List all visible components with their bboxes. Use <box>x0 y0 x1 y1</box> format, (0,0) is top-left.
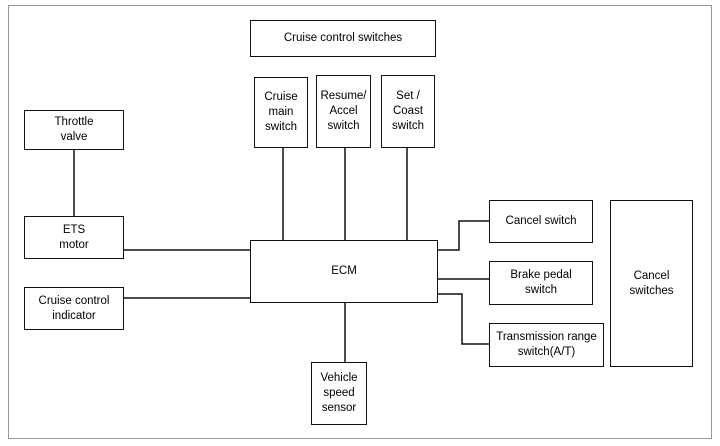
cruise-control-switches-box: Cruise control switches <box>250 20 436 57</box>
set-coast-switch-box: Set / Coast switch <box>381 75 435 148</box>
ets-motor-box: ETS motor <box>24 216 124 259</box>
wire-ecm-transmission-range <box>438 293 489 345</box>
resume-accel-switch-box: Resume/ Accel switch <box>316 75 371 148</box>
ecm-box: ECM <box>250 240 438 303</box>
brake-pedal-switch-box: Brake pedal switch <box>489 261 593 305</box>
diagram-frame <box>8 5 712 439</box>
vehicle-speed-sensor-box: Vehicle speed sensor <box>311 362 367 425</box>
transmission-range-switch-box: Transmission range switch(A/T) <box>489 323 604 367</box>
cancel-switches-group-box: Cancel switches <box>610 200 693 367</box>
cruise-control-indicator-box: Cruise control indicator <box>24 287 124 330</box>
throttle-valve-box: Throttle valve <box>24 110 124 150</box>
wire-ecm-cancel-switch <box>438 220 489 251</box>
cruise-main-switch-box: Cruise main switch <box>254 77 308 148</box>
cancel-switch-box: Cancel switch <box>489 200 593 243</box>
